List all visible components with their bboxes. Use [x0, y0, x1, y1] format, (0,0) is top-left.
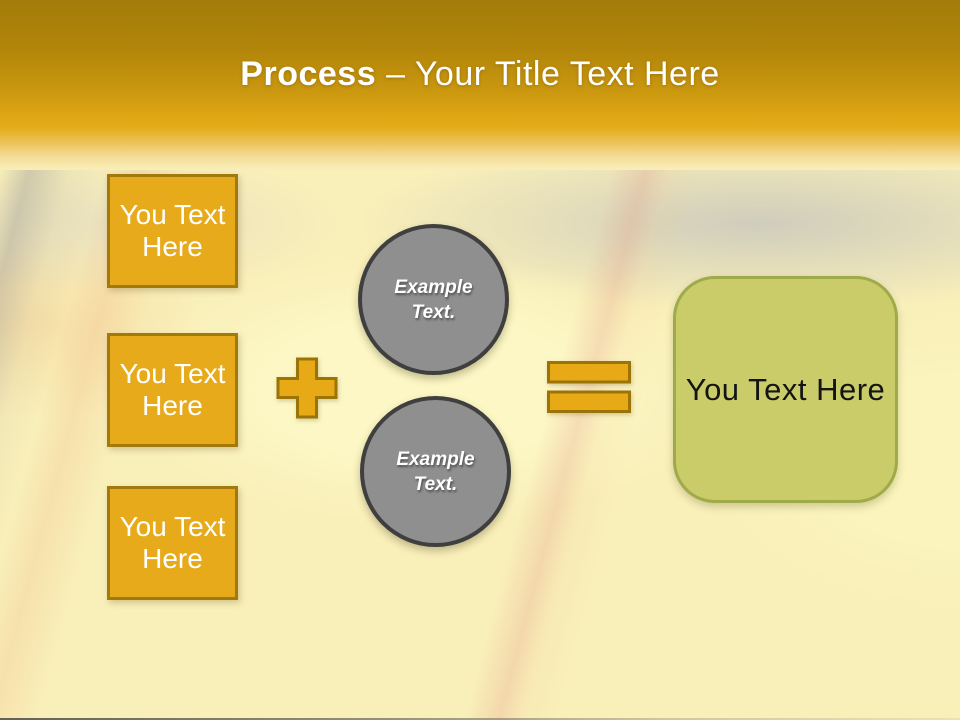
- example-circle-1-line1: Example: [394, 276, 473, 298]
- title-subtitle: – Your Title Text Here: [386, 54, 720, 93]
- plus-icon: [276, 357, 338, 424]
- photo-bottom-edge: [0, 718, 960, 720]
- equals-icon: [547, 361, 632, 419]
- example-circle-1-line2: Text.: [411, 301, 456, 323]
- input-box-3-line2: Here: [142, 543, 203, 574]
- slide-title[interactable]: Process – Your Title Text Here: [0, 52, 960, 96]
- example-circle-2-line2: Text.: [413, 473, 458, 495]
- result-box[interactable]: You Text Here: [673, 276, 898, 503]
- input-box-1-line2: Here: [142, 231, 203, 262]
- input-box-3[interactable]: You Text Here: [107, 486, 238, 600]
- input-box-1[interactable]: You Text Here: [107, 174, 238, 288]
- input-box-2-line1: You Text: [119, 358, 226, 389]
- title-bar: Process – Your Title Text Here: [0, 0, 960, 170]
- example-circle-1[interactable]: Example Text.: [358, 224, 509, 375]
- input-box-2[interactable]: You Text Here: [107, 333, 238, 447]
- input-box-1-line1: You Text: [119, 199, 226, 230]
- example-circle-2[interactable]: Example Text.: [360, 396, 511, 547]
- example-circle-2-line1: Example: [396, 448, 475, 470]
- input-box-2-line2: Here: [142, 390, 203, 421]
- input-box-3-line1: You Text: [119, 511, 226, 542]
- result-box-label: You Text Here: [685, 371, 886, 407]
- title-keyword: Process: [240, 54, 377, 93]
